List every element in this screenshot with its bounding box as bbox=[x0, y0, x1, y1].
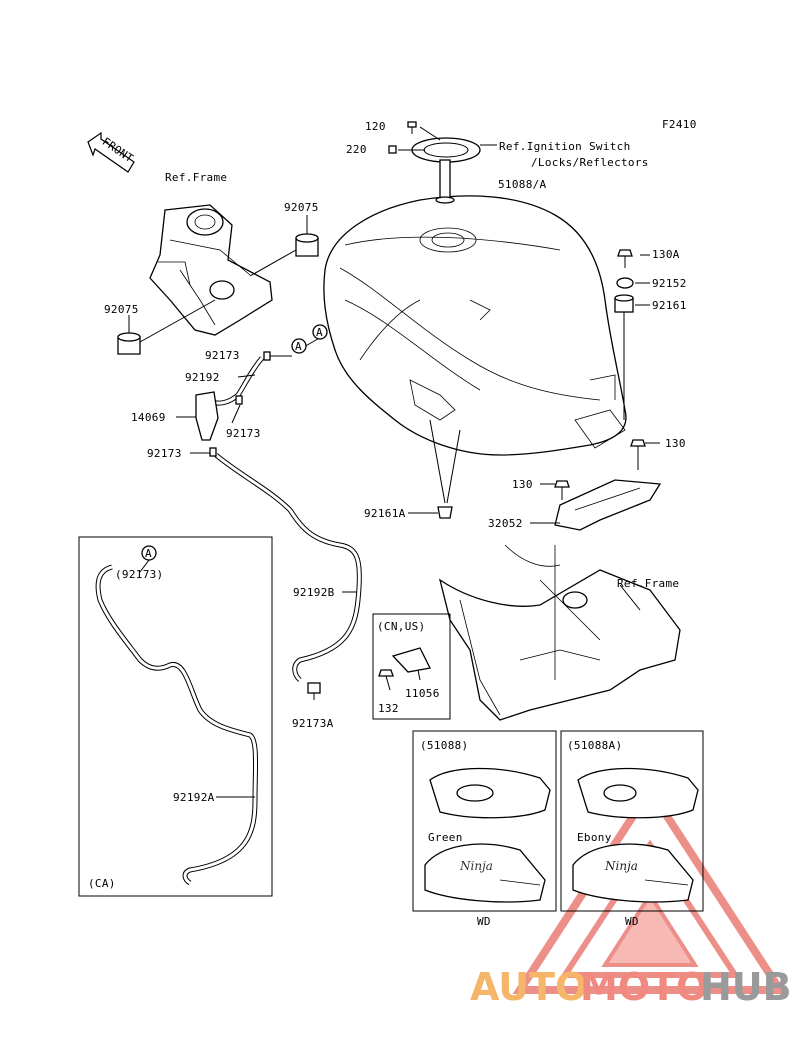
clamp-92173A bbox=[307, 682, 321, 694]
bolt-130-mid bbox=[554, 480, 570, 500]
label-cn-us: (CN,US) bbox=[377, 620, 425, 633]
figure-code: F2410 bbox=[662, 118, 697, 131]
hose-92192 bbox=[211, 356, 264, 406]
label-92192B: 92192B bbox=[293, 586, 335, 599]
label-14069: 14069 bbox=[131, 411, 166, 424]
label-130A: 130A bbox=[652, 248, 680, 261]
label-92161A: 92161A bbox=[364, 507, 406, 520]
hose-92192A bbox=[95, 564, 259, 886]
svg-text:HUB: HUB bbox=[700, 965, 792, 1009]
variant-1-color: Green bbox=[428, 831, 463, 844]
bracket-32052 bbox=[554, 479, 662, 531]
bushing-92075-left bbox=[117, 332, 141, 355]
marker-A-3: A bbox=[141, 545, 157, 561]
label-130-right: 130 bbox=[665, 437, 686, 450]
bolt-130A bbox=[617, 249, 633, 268]
label-51088A: 51088/A bbox=[498, 178, 547, 191]
svg-text:Ninja: Ninja bbox=[604, 859, 638, 873]
label-92075-left: 92075 bbox=[104, 303, 139, 316]
collar-92152 bbox=[616, 277, 634, 289]
svg-text:Ninja: Ninja bbox=[459, 859, 493, 873]
label-ref-ignition-1: Ref.Ignition Switch bbox=[499, 140, 631, 153]
watermark-text: AUTO MOTO HUB bbox=[470, 965, 792, 1009]
label-ca-92173: (92173) bbox=[115, 568, 163, 581]
label-92173-c: 92173 bbox=[147, 447, 182, 460]
label-92152: 92152 bbox=[652, 277, 687, 290]
fuel-cap bbox=[411, 137, 481, 204]
label-92192: 92192 bbox=[185, 371, 220, 384]
label-220: 220 bbox=[346, 143, 367, 156]
variant-box-51088A bbox=[560, 730, 704, 912]
label-120: 120 bbox=[365, 120, 386, 133]
label-130-mid: 130 bbox=[512, 478, 533, 491]
variant-1-suffix: WD bbox=[477, 915, 491, 928]
svg-text:A: A bbox=[295, 340, 302, 353]
variant-2-code: (51088A) bbox=[567, 739, 622, 752]
svg-text:MOTO: MOTO bbox=[580, 965, 708, 1009]
bolt-130-right bbox=[630, 439, 646, 470]
variant-box-51088 bbox=[412, 730, 557, 912]
main-frame bbox=[438, 544, 681, 721]
label-92173-b: 92173 bbox=[226, 427, 261, 440]
label-92173A: 92173A bbox=[292, 717, 334, 730]
marker-A-1: A bbox=[291, 338, 307, 354]
screw-220 bbox=[388, 145, 397, 154]
hose-92192B bbox=[214, 453, 362, 682]
front-arrow-icon: FRONT bbox=[87, 131, 136, 173]
ca-box bbox=[78, 536, 273, 897]
label-92075-top: 92075 bbox=[284, 201, 319, 214]
damper-92161 bbox=[614, 294, 634, 313]
variant-green-tank: Ninja bbox=[424, 767, 551, 903]
label-ca: (CA) bbox=[88, 877, 116, 890]
label-11056: 11056 bbox=[405, 687, 440, 700]
svg-text:A: A bbox=[316, 326, 323, 339]
cn-us-box bbox=[372, 613, 451, 720]
variant-1-code: (51088) bbox=[420, 739, 468, 752]
fuel-tank bbox=[323, 195, 627, 456]
damper-92161A bbox=[437, 506, 453, 519]
label-ref-ignition-2: /Locks/Reflectors bbox=[531, 156, 649, 169]
screw-120 bbox=[407, 121, 417, 134]
bracket-11056 bbox=[378, 647, 431, 677]
fitting-14069 bbox=[195, 391, 219, 441]
marker-A-2: A bbox=[312, 324, 328, 340]
variant-2-color: Ebony bbox=[577, 831, 612, 844]
clamps-92173 bbox=[209, 351, 271, 457]
variant-2-suffix: WD bbox=[625, 915, 639, 928]
label-92192A: 92192A bbox=[173, 791, 215, 804]
frame-bracket bbox=[149, 204, 273, 336]
label-92173-a: 92173 bbox=[205, 349, 240, 362]
svg-text:A: A bbox=[145, 547, 152, 560]
variant-ebony-tank: Ninja bbox=[572, 767, 699, 903]
label-132: 132 bbox=[378, 702, 399, 715]
svg-text:AUTO: AUTO bbox=[470, 965, 587, 1009]
label-ref-frame-right: Ref.Frame bbox=[617, 577, 679, 590]
label-92161: 92161 bbox=[652, 299, 687, 312]
bushing-92075-top bbox=[295, 233, 319, 257]
label-ref-frame-top: Ref.Frame bbox=[165, 171, 227, 184]
label-32052: 32052 bbox=[488, 517, 523, 530]
